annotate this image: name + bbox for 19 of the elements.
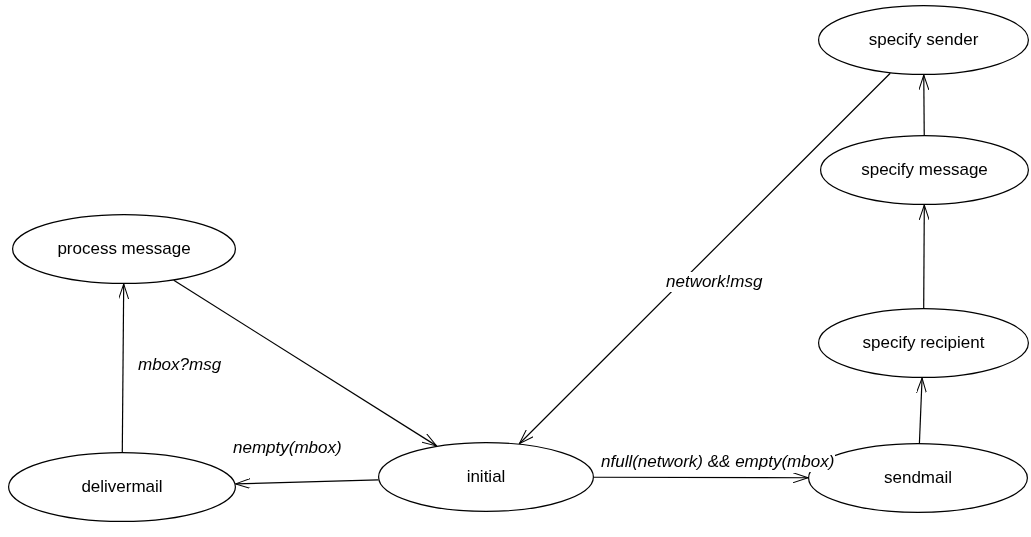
- edge-label: nempty(mbox): [232, 438, 343, 458]
- arrow: [918, 204, 930, 309]
- arrow: [918, 74, 930, 136]
- state-label: delivermail: [81, 477, 163, 497]
- edge-label: mbox?msg: [137, 355, 223, 375]
- state-label: specify recipient: [862, 333, 985, 353]
- arrow: [518, 72, 891, 445]
- arrow: [593, 472, 809, 484]
- edge-label: network!msg: [665, 272, 764, 292]
- arrow: [915, 377, 927, 444]
- edge-label: nfull(network) && empty(mbox): [600, 452, 836, 472]
- arrow: [173, 279, 438, 447]
- arrow: [118, 283, 130, 453]
- arrow: [234, 477, 379, 489]
- state-label: specify sender: [868, 30, 979, 50]
- state-label: sendmail: [883, 468, 952, 488]
- state-label: specify message: [861, 160, 988, 180]
- state-label: initial: [466, 467, 506, 487]
- state-label: process message: [57, 239, 191, 259]
